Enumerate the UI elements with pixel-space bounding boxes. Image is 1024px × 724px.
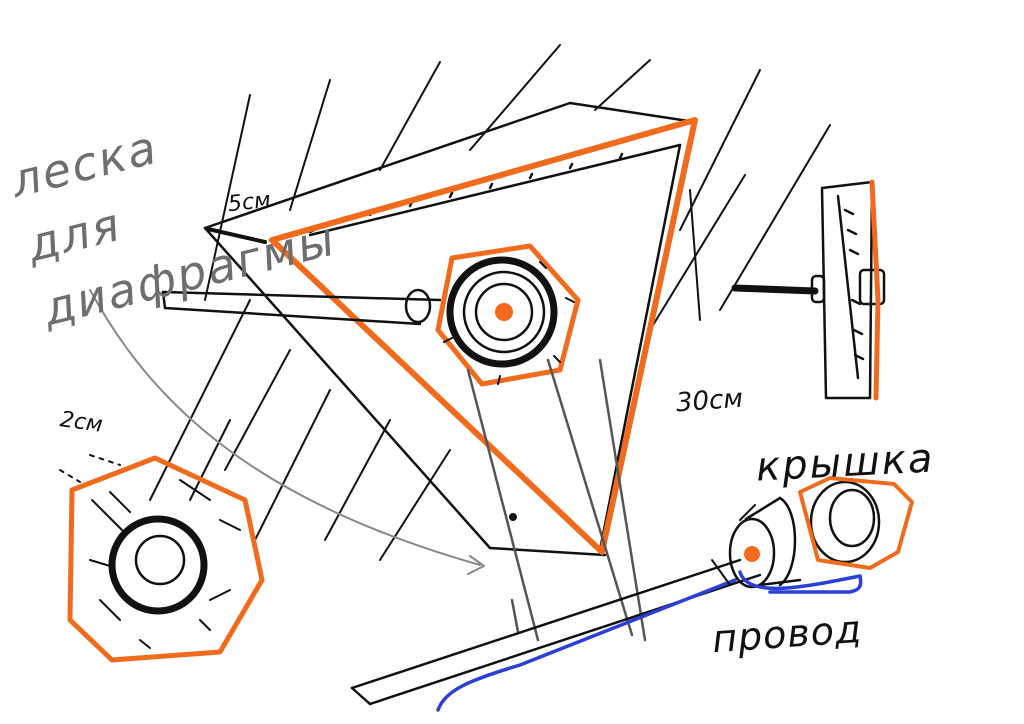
wire-line-cylinder — [738, 570, 863, 594]
side-view-orange-edge — [869, 179, 881, 401]
center-rod — [161, 288, 442, 326]
support-strings — [466, 358, 647, 642]
wall-hatching — [149, 44, 831, 561]
detail-hexagon-hatch — [59, 454, 241, 649]
detail-hexagon — [67, 455, 265, 663]
center-hexagon — [435, 243, 581, 387]
cap-cylinder — [728, 496, 802, 589]
center-dot — [495, 303, 513, 321]
side-view — [731, 180, 886, 400]
detail-speaker-disc — [108, 515, 208, 615]
center-speaker-disc — [446, 256, 558, 368]
fishing-line-arrow — [89, 289, 481, 566]
cap-disc — [809, 480, 881, 564]
wire-line-bottom — [436, 578, 737, 712]
cap-hexagon — [798, 476, 914, 570]
bottom-plank — [350, 558, 762, 706]
cap-label: крышка — [754, 435, 936, 491]
height-label: 30см — [675, 383, 744, 419]
width-label: 5см — [226, 187, 272, 218]
triangle-orange-outline — [269, 117, 698, 555]
